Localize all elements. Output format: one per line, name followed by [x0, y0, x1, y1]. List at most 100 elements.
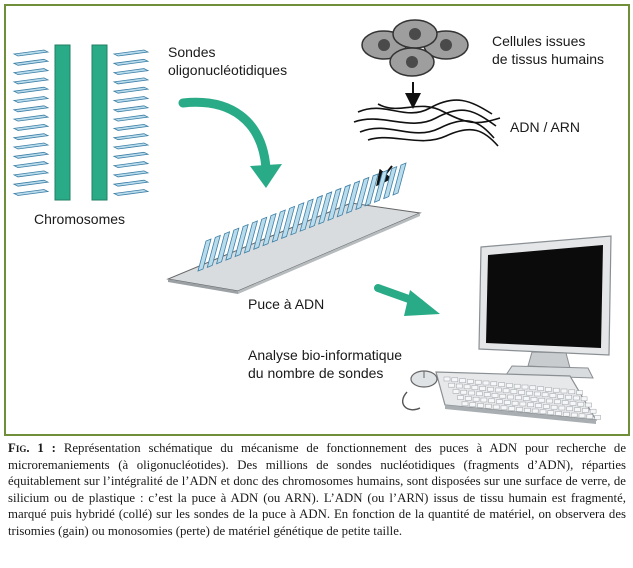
keyboard-key	[490, 381, 498, 387]
probe	[12, 170, 50, 178]
probe	[12, 86, 50, 94]
probe	[112, 123, 150, 131]
keyboard-key	[451, 377, 459, 383]
probe	[12, 151, 50, 159]
keyboard-key	[499, 393, 507, 399]
caption-text: Représentation schématique du mécanisme …	[8, 441, 627, 538]
probe	[12, 77, 50, 85]
computer-mouse	[402, 370, 438, 411]
curved-arrow-to-chip	[178, 97, 282, 188]
keyboard-key	[580, 396, 588, 402]
keyboard-key	[526, 390, 533, 396]
keyboard-key	[543, 404, 550, 409]
keyboard-key	[535, 403, 542, 408]
keyboard-key	[495, 387, 502, 393]
keyboard-key	[487, 386, 494, 392]
keyboard-key	[457, 395, 464, 400]
keyboard-key	[513, 383, 521, 389]
keyboard-key	[522, 396, 530, 401]
chip-probe	[308, 194, 324, 229]
keyboard-key	[585, 402, 592, 408]
probe	[12, 49, 50, 57]
label-puce: Puce à ADN	[248, 296, 325, 312]
label-cellules-line1: Cellules issues	[492, 33, 586, 49]
label-sondes-line2: oligonucléotidiques	[168, 62, 288, 78]
keyboard-key	[461, 401, 469, 407]
chromosome-left	[54, 44, 71, 201]
chip-probe	[243, 220, 259, 254]
keyboard-key	[541, 392, 549, 398]
label-cellules: Cellules issues de tissus humains	[492, 32, 604, 68]
keyboard-key	[516, 407, 523, 412]
probe	[112, 179, 150, 187]
label-adn-arn: ADN / ARN	[510, 119, 581, 135]
keyboard-key	[554, 399, 561, 405]
keyboard-key	[474, 379, 482, 385]
keyboard-key	[452, 389, 460, 394]
keyboard-key	[521, 384, 529, 390]
keyboard-key	[560, 388, 568, 394]
keyboard-key	[502, 388, 510, 394]
keyboard-keys	[443, 376, 601, 420]
label-sondes: Sondes oligonucléotidiques	[168, 43, 287, 79]
keyboard-key	[550, 404, 558, 410]
probe	[112, 77, 150, 85]
keyboard-key	[456, 383, 463, 389]
keyboard-key	[485, 403, 492, 409]
probe	[112, 68, 150, 76]
chip-probe	[355, 176, 370, 211]
chip-probe	[373, 169, 389, 203]
keyboard-key	[531, 408, 539, 414]
chip-probe	[206, 234, 221, 269]
chip-probe	[253, 216, 268, 250]
keyboard-key	[510, 389, 518, 394]
chip-probe	[336, 184, 351, 218]
probe	[112, 151, 150, 159]
keyboard-key	[443, 376, 451, 382]
probes-right	[112, 49, 150, 196]
probe	[112, 58, 150, 66]
keyboard-key	[539, 409, 547, 415]
keyboard-key	[552, 387, 560, 393]
chip-probe	[345, 180, 361, 214]
chip-probe	[215, 231, 231, 265]
keyboard-key	[519, 401, 527, 407]
computer-keyboard	[435, 371, 601, 424]
cells-group	[361, 19, 469, 77]
keyboard-key	[463, 384, 471, 390]
probe	[112, 114, 150, 122]
chip-probe	[299, 198, 314, 232]
keyboard-key	[582, 408, 589, 413]
keyboard-key	[507, 394, 514, 400]
keyboard-key	[558, 405, 566, 411]
chip-probe	[318, 191, 333, 225]
keyboard-key	[459, 378, 466, 383]
keyboard-key	[477, 403, 484, 408]
probe	[12, 123, 50, 131]
probe	[112, 86, 150, 94]
cell	[389, 47, 435, 77]
keyboard-key	[577, 401, 585, 407]
keyboard-key	[448, 382, 455, 388]
keyboard-key	[555, 411, 562, 416]
keyboard-key	[508, 406, 516, 411]
chip-probe	[262, 212, 277, 247]
probe	[112, 49, 150, 57]
keyboard-key	[537, 386, 544, 391]
keyboard-key	[496, 399, 503, 404]
label-sondes-line1: Sondes	[168, 44, 216, 60]
chromosomes-group	[12, 44, 150, 201]
probe	[12, 179, 50, 187]
keyboard-key	[467, 379, 474, 384]
keyboard-key	[511, 400, 519, 406]
keyboard-key	[465, 396, 472, 401]
keyboard-key	[578, 413, 586, 419]
probe	[112, 133, 150, 141]
keyboard-key	[498, 382, 505, 387]
keyboard-key	[534, 391, 541, 397]
keyboard-key	[482, 380, 490, 386]
figure-caption: Fig. 1 : Représentation schématique du m…	[8, 440, 626, 540]
chip-probes	[197, 162, 407, 272]
keyboard-key	[570, 412, 578, 418]
